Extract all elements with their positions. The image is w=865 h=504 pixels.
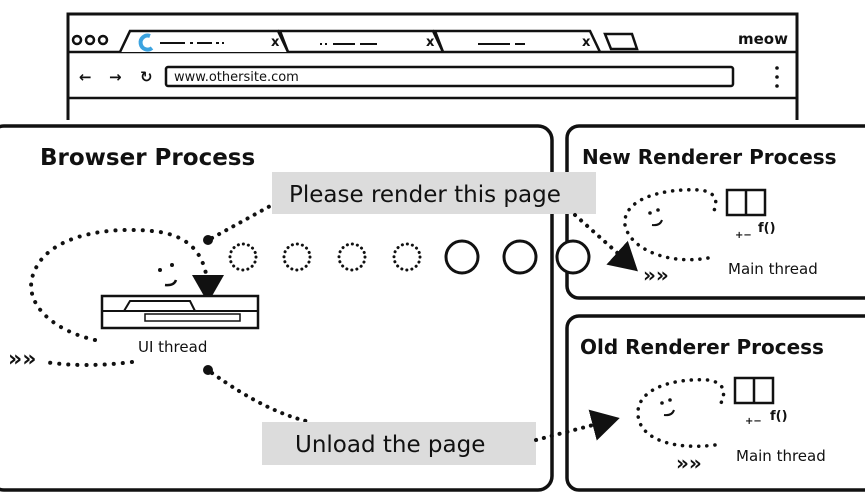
function-icon: f(): [770, 409, 788, 424]
ui-thread-label: UI thread: [138, 338, 207, 356]
browser-process-box: [0, 124, 554, 492]
book-icon: [733, 376, 775, 405]
svg-text:+−: +−: [735, 230, 752, 241]
tab-3[interactable]: [433, 29, 602, 53]
smiley-face-icon: [660, 398, 675, 417]
tab-close-icon[interactable]: x: [426, 35, 435, 50]
forward-arrow-icon[interactable]: →: [109, 68, 122, 86]
new-main-thread-label: Main thread: [728, 260, 818, 278]
svg-text:+−: +−: [745, 416, 762, 427]
profile-label[interactable]: meow: [738, 30, 788, 48]
tab-close-icon[interactable]: x: [582, 35, 591, 50]
smiley-face-icon: [648, 208, 663, 227]
browser-window: x x x meow ← → ↻ www.othersite.com: [66, 12, 799, 120]
tab-2[interactable]: [278, 29, 445, 53]
unload-message-box: [262, 422, 536, 465]
browser-window-icon: [100, 294, 260, 330]
render-message-label: Please render this page: [289, 182, 561, 208]
old-main-thread-figure: f() +− »» Main thread: [636, 376, 826, 475]
arrows-icon: »»: [8, 347, 36, 372]
unload-message-label: Unload the page: [295, 432, 485, 458]
loading-spinner-icon: [138, 33, 154, 52]
new-main-thread-figure: f() +− »» Main thread: [623, 188, 818, 287]
smiley-face-icon: [158, 263, 178, 287]
old-main-thread-label: Main thread: [736, 447, 826, 465]
arrows-icon: »»: [676, 451, 702, 475]
function-icon: f(): [758, 221, 776, 236]
tab-close-icon[interactable]: x: [271, 35, 280, 50]
menu-kebab-icon[interactable]: [775, 66, 779, 88]
browser-process-title: Browser Process: [40, 145, 255, 171]
back-arrow-icon[interactable]: ←: [79, 68, 92, 86]
arrows-icon: »»: [643, 263, 669, 287]
message-queue: [228, 239, 591, 275]
reload-icon[interactable]: ↻: [140, 68, 153, 86]
old-renderer-title: Old Renderer Process: [580, 335, 824, 359]
window-controls-icon[interactable]: [71, 34, 109, 46]
old-renderer-process-box: [565, 314, 865, 492]
render-message-box: [272, 172, 596, 214]
new-tab-button[interactable]: [603, 32, 639, 51]
address-text: www.othersite.com: [174, 70, 299, 85]
address-bar[interactable]: [164, 65, 735, 88]
new-renderer-title: New Renderer Process: [582, 145, 837, 169]
book-icon: [725, 188, 767, 217]
ui-thread-figure: UI thread »»: [8, 227, 260, 372]
